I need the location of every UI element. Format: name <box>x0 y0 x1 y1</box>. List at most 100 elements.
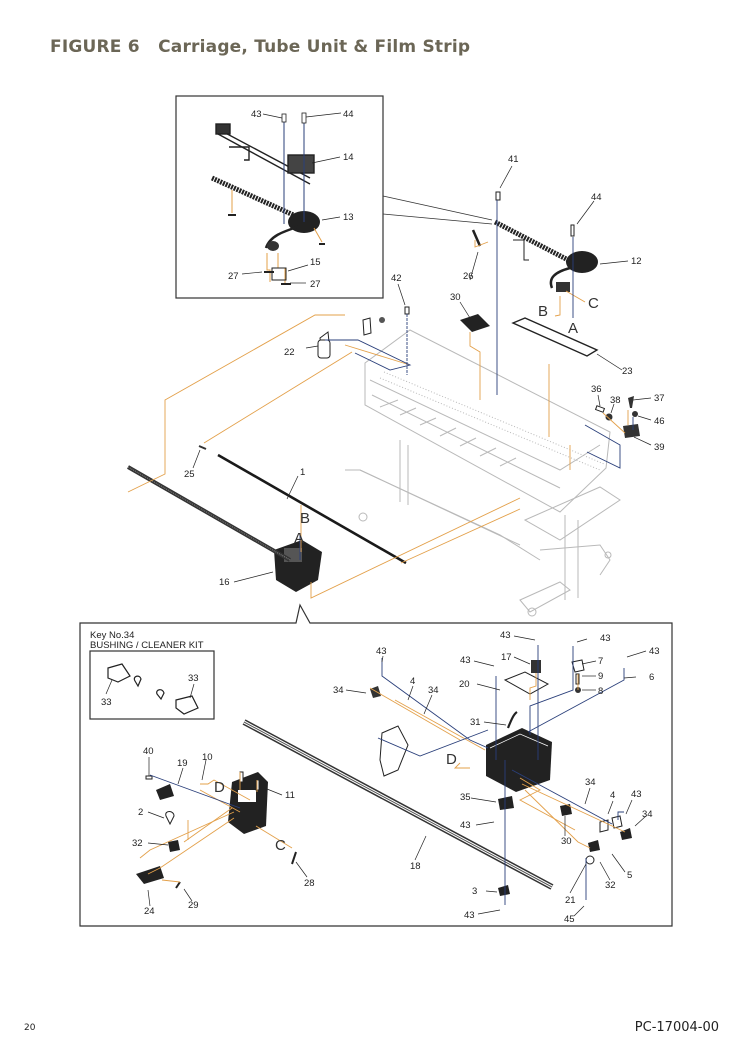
shaft-rail <box>127 445 407 565</box>
printer-body <box>345 329 621 617</box>
callout-label: 30 <box>450 292 461 303</box>
connector-15-27 <box>264 253 291 285</box>
callout-label: 19 <box>177 758 188 769</box>
callout-label: 43 <box>600 633 611 644</box>
callout-label: 43 <box>649 646 660 657</box>
kit-box: Key No.34 BUSHING / CLEANER KIT 33 33 <box>90 630 204 708</box>
connector-letter: B <box>300 510 310 527</box>
callout-label: 35 <box>460 792 471 803</box>
connector-letter: D <box>214 779 225 796</box>
carriage-assembly-parts <box>136 771 297 889</box>
callout-label: 36 <box>591 384 602 395</box>
overview-orange-leaders <box>127 240 629 599</box>
callout-label: 38 <box>610 395 621 406</box>
carriage-cable-12 <box>493 219 598 292</box>
callout-label: 26 <box>463 271 474 282</box>
callout-label: 17 <box>501 652 512 663</box>
callout-label: 37 <box>654 393 665 404</box>
callout-label: 32 <box>132 838 143 849</box>
callout-label: 43 <box>460 655 471 666</box>
callouts-inset: 43 44 14 13 15 27 27 <box>228 109 354 290</box>
connector-letter: B <box>538 303 548 320</box>
callout-label: 44 <box>591 192 602 203</box>
callout-label: 15 <box>310 257 321 268</box>
callout-label: 14 <box>343 152 354 163</box>
callout-label: 30 <box>561 836 572 847</box>
callout-label: 6 <box>649 672 654 683</box>
carriage-cable-13 <box>210 175 325 251</box>
callout-label: 8 <box>598 686 603 697</box>
carriage-16 <box>274 540 322 592</box>
callout-label: 33 <box>101 697 112 708</box>
callout-label: 31 <box>470 717 481 728</box>
callout-label: 29 <box>188 900 199 911</box>
callout-label: 43 <box>500 630 511 641</box>
callout-label: 27 <box>310 279 321 290</box>
page-title: FIGURE 6 Carriage, Tube Unit & Film Stri… <box>50 37 471 57</box>
callout-label: 28 <box>304 878 315 889</box>
connector-letter: C <box>588 295 599 312</box>
callout-label: 5 <box>627 870 632 881</box>
callout-label: 12 <box>631 256 642 267</box>
ink-tube-film-23 <box>511 317 599 357</box>
connector-letter: A <box>568 320 578 337</box>
connector-letter: D <box>446 751 457 768</box>
callout-label: 43 <box>376 646 387 657</box>
callout-label: 43 <box>460 820 471 831</box>
callout-label: 43 <box>631 789 642 800</box>
callout-label: 34 <box>333 685 344 696</box>
callout-label: 34 <box>428 685 439 696</box>
connector-letter: C <box>275 837 286 854</box>
callout-label: 43 <box>464 910 475 921</box>
callout-label: 32 <box>605 880 616 891</box>
callout-label: 27 <box>228 271 239 282</box>
callout-label: 45 <box>564 914 575 925</box>
callout-label: 18 <box>410 861 421 872</box>
callout-label: 21 <box>565 895 576 906</box>
misc-overview-parts <box>317 191 640 438</box>
callout-label: 44 <box>343 109 354 120</box>
callout-label: 1 <box>300 467 305 478</box>
document-code: PC-17004-00 <box>634 1020 719 1035</box>
callout-label: 9 <box>598 671 603 682</box>
callout-label: 40 <box>143 746 154 757</box>
callout-label: 22 <box>284 347 295 358</box>
inset-frame-top <box>175 95 493 299</box>
connector-letter: A <box>294 530 304 547</box>
callout-label: 16 <box>219 577 230 588</box>
callout-pointer-lines <box>105 112 652 917</box>
callout-label: 43 <box>251 109 262 120</box>
callouts-overview: 41 44 12 26 30 42 23 22 36 37 38 46 39 2… <box>184 154 665 588</box>
detail-blue-leaders <box>149 645 625 905</box>
kit-heading-key: Key No.34 <box>90 630 134 641</box>
callout-label: 25 <box>184 469 195 480</box>
callout-label: 33 <box>188 673 199 684</box>
detail-frame <box>79 603 673 927</box>
callout-label: 4 <box>610 790 615 801</box>
overview-blue-leaders <box>299 200 634 560</box>
callout-label: 42 <box>391 273 402 284</box>
bushing-cleaner-kit-parts <box>107 663 199 715</box>
callouts-detail: 43 43 43 43 43 17 7 6 9 8 34 4 34 20 31 … <box>132 630 660 925</box>
callout-label: 34 <box>642 809 653 820</box>
callout-label: 34 <box>585 777 596 788</box>
callout-label: 20 <box>459 679 470 690</box>
detail-orange-leaders <box>139 673 626 883</box>
callout-label: 13 <box>343 212 354 223</box>
callout-label: 23 <box>622 366 633 377</box>
callout-label: 10 <box>202 752 213 763</box>
cable-guide-14 <box>215 123 315 185</box>
callout-label: 46 <box>654 416 665 427</box>
callout-label: 39 <box>654 442 665 453</box>
callout-label: 11 <box>285 790 295 801</box>
callout-label: 7 <box>598 656 603 667</box>
callout-label: 24 <box>144 906 155 917</box>
callout-label: 3 <box>472 886 477 897</box>
film-strip-18 <box>242 719 554 890</box>
callout-label: 4 <box>410 676 415 687</box>
page-number: 20 <box>24 1023 36 1033</box>
callout-label: 2 <box>138 807 143 818</box>
callout-label: 41 <box>508 154 519 165</box>
kit-heading-name: BUSHING / CLEANER KIT <box>90 640 204 651</box>
